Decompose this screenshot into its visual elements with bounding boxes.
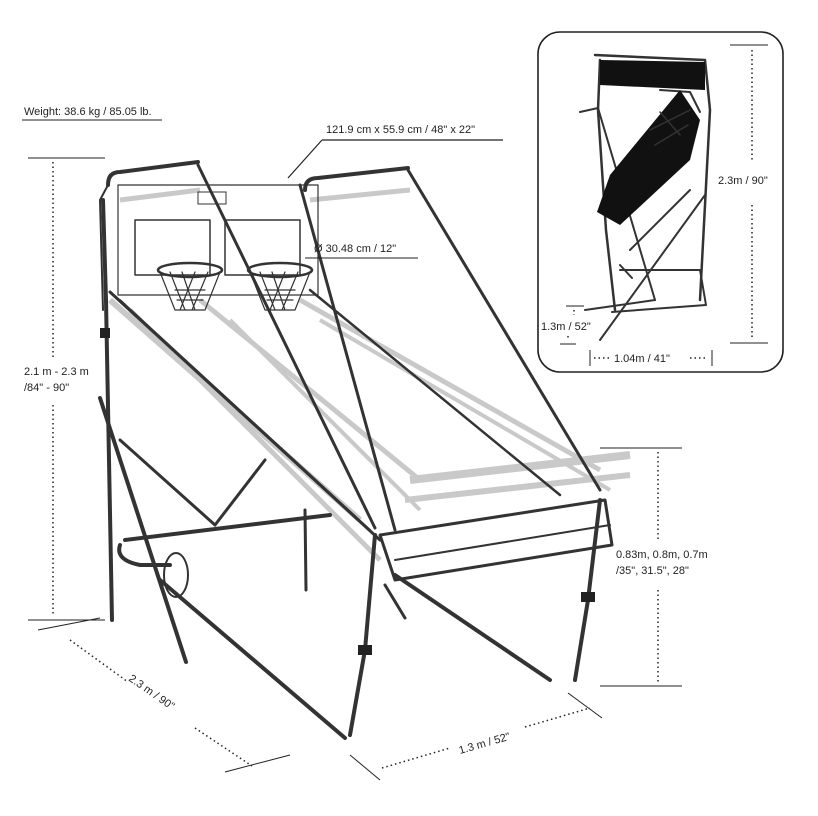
inset-depth-label: 1.3m / 52": [541, 321, 591, 333]
backboard: [117, 184, 319, 296]
leg-clamp: [581, 592, 595, 602]
height-range-label-line1: 2.1 m - 2.3 m: [24, 366, 89, 378]
inset-height-label: 2.3m / 90": [718, 175, 768, 187]
wheel: [163, 552, 189, 598]
folded-unit: [579, 53, 712, 341]
hoop-left: [156, 261, 224, 311]
backboard-square-left: [134, 219, 211, 276]
leg-clamp: [358, 645, 372, 655]
length-label: 2.3 m / 90": [126, 673, 176, 713]
arcade-frame-drawing: [98, 160, 631, 740]
inset-width-label: 1.04m / 41": [614, 353, 670, 365]
folded-view-inset: 2.3m / 90" 1.3m / 52" 1.04m / 41": [537, 31, 784, 373]
backboard-square-right: [224, 219, 301, 276]
post-clamp: [100, 328, 110, 338]
board-size-label: 121.9 cm x 55.9 cm / 48" x 22": [326, 124, 475, 136]
height-range-label-line2: /84" - 90": [24, 382, 69, 394]
weight-label: Weight: 38.6 kg / 85.05 lb.: [24, 106, 152, 118]
front-height-label-line1: 0.83m, 0.8m, 0.7m: [616, 549, 708, 561]
width-label: 1.3 m / 52": [458, 731, 512, 757]
front-height-label-line2: /35", 31.5", 28": [616, 565, 689, 577]
rim-diameter-label: Ø 30.48 cm / 12": [314, 243, 396, 255]
dimension-lines: [22, 119, 682, 781]
